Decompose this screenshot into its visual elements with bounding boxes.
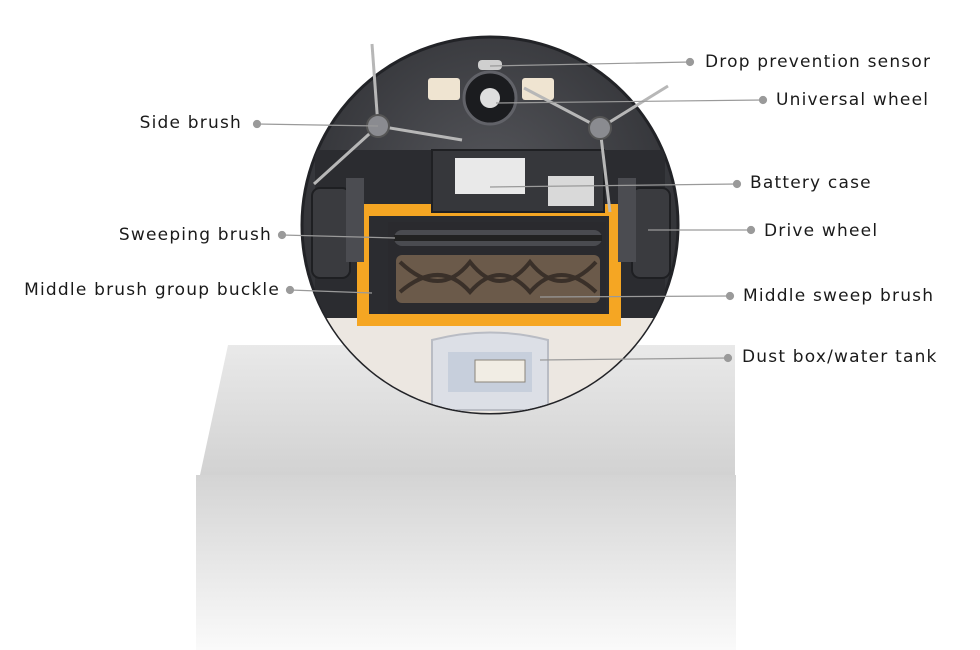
side-brush-right xyxy=(523,84,669,213)
label-middle-brush-group-buckle: Middle brush group buckle xyxy=(24,280,280,300)
leader-drop-prevention-sensor xyxy=(489,61,691,67)
leader-sweeping-brush xyxy=(281,234,396,239)
leader-middle-sweep-brush xyxy=(539,295,731,298)
label-drop-prevention-sensor: Drop prevention sensor xyxy=(705,52,932,72)
middle-sweep-brush-bristles xyxy=(396,255,600,303)
leader-dot-battery-case xyxy=(732,179,742,189)
leader-middle-brush-group-buckle xyxy=(289,289,373,294)
label-universal-wheel: Universal wheel xyxy=(776,90,930,110)
leader-dot-sweeping-brush xyxy=(277,230,287,240)
label-dust-box-water-tank: Dust box/water tank xyxy=(742,347,938,367)
drive-wheel-left xyxy=(311,178,364,279)
leader-dot-drop-prevention-sensor xyxy=(685,57,695,67)
drive-wheel-right xyxy=(618,178,671,279)
label-battery-case: Battery case xyxy=(750,173,872,193)
leader-dot-drive-wheel xyxy=(746,225,756,235)
sweeping-brush-roller xyxy=(394,230,602,246)
leader-dot-universal-wheel xyxy=(758,95,768,105)
leader-universal-wheel xyxy=(495,99,764,104)
battery-case xyxy=(431,149,605,213)
universal-wheel-housing xyxy=(428,60,554,126)
leader-dot-side-brush xyxy=(252,119,262,129)
leader-dot-middle-sweep-brush xyxy=(725,291,735,301)
leader-dot-middle-brush-group-buckle xyxy=(285,285,295,295)
leader-dust-box-water-tank xyxy=(539,357,729,361)
label-sweeping-brush: Sweeping brush xyxy=(118,225,272,245)
label-side-brush: Side brush xyxy=(139,113,242,133)
leader-battery-case xyxy=(489,183,738,188)
leader-lines xyxy=(252,57,768,363)
leader-side-brush xyxy=(256,123,379,127)
label-drive-wheel: Drive wheel xyxy=(764,221,879,241)
label-middle-sweep-brush: Middle sweep brush xyxy=(743,286,935,306)
leader-dot-dust-box-water-tank xyxy=(723,353,733,363)
